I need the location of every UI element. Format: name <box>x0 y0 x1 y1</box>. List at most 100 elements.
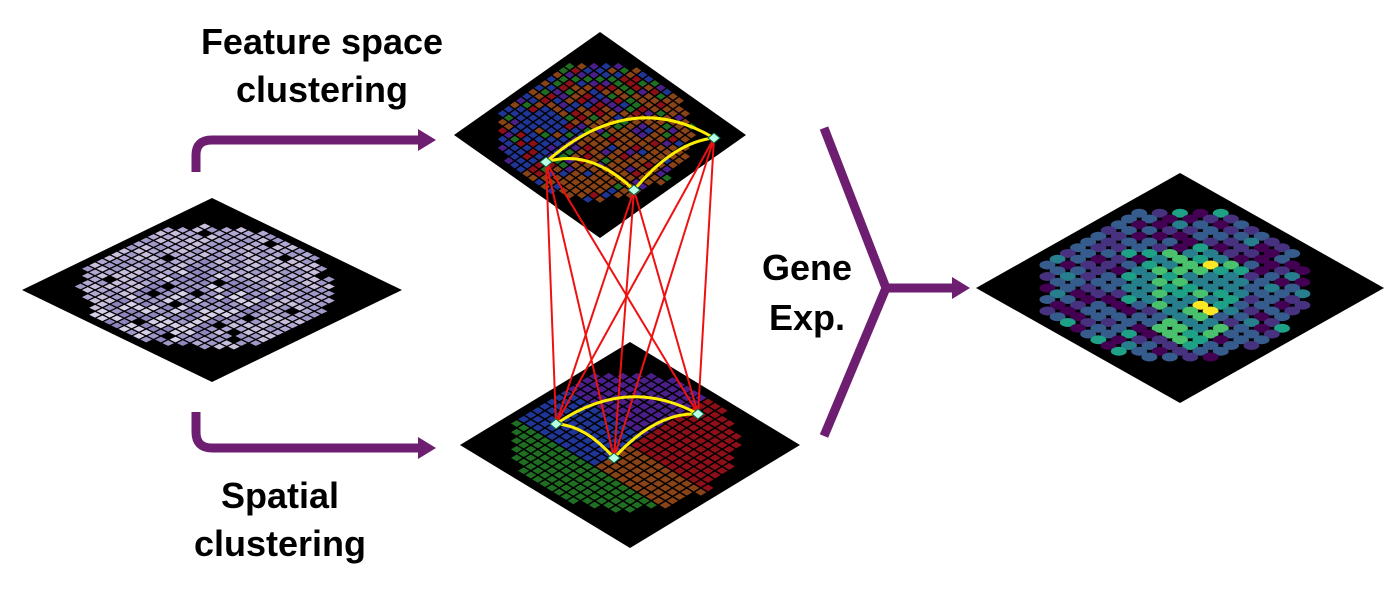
expression-spot <box>1182 260 1199 270</box>
tissue-spot <box>509 135 520 143</box>
expression-spot <box>1141 341 1158 350</box>
expression-spot <box>1161 306 1178 316</box>
expression-spot <box>1080 237 1097 247</box>
expression-spot <box>1192 335 1209 345</box>
tissue-spot <box>532 467 544 475</box>
tissue-spot <box>603 381 615 389</box>
tissue-spot <box>235 255 248 261</box>
tissue-spot <box>242 294 255 300</box>
expression-spot <box>1172 300 1188 310</box>
tissue-spot <box>558 110 569 117</box>
tissue-spot <box>503 140 514 148</box>
tissue-spot <box>610 480 622 488</box>
tissue-spot <box>111 280 123 286</box>
tissue-spot <box>558 67 569 75</box>
tissue-spot <box>631 110 642 117</box>
tissue-spot <box>279 276 291 283</box>
tissue-spot <box>576 122 587 130</box>
arrow-head-feature <box>418 129 436 151</box>
tissue-spot <box>235 248 248 254</box>
tissue-spot <box>191 255 204 261</box>
tissue-spot <box>118 319 131 325</box>
tissue-spot <box>607 101 618 109</box>
tissue-spot <box>118 283 131 290</box>
tissue-spot <box>617 407 629 415</box>
expression-spot <box>1161 295 1178 304</box>
tissue-spot <box>220 269 233 276</box>
tissue-spot <box>688 467 700 475</box>
tissue-spot <box>552 140 563 148</box>
tissue-spot <box>191 304 204 311</box>
tissue-spot <box>596 428 608 436</box>
tissue-spot <box>286 244 299 251</box>
tissue-spot <box>688 432 700 440</box>
tissue-spot <box>702 424 714 432</box>
tissue-spot <box>279 304 291 311</box>
expression-spot <box>1161 283 1178 293</box>
tissue-spot <box>147 262 160 269</box>
tissue-spot <box>315 294 328 300</box>
tissue-spot <box>624 385 636 393</box>
tissue-spot <box>140 308 153 315</box>
tissue-spot <box>567 385 579 393</box>
tissue-spot <box>631 475 643 483</box>
tissue-spot <box>140 294 153 300</box>
tissue-spot <box>655 127 666 135</box>
tissue-spot <box>624 428 636 436</box>
tissue-spot <box>103 311 116 318</box>
expression-spot <box>1233 254 1250 264</box>
expression-spot <box>1090 254 1107 264</box>
tissue-spot <box>610 497 622 505</box>
expression-spot <box>1049 266 1066 276</box>
tissue-spot <box>723 463 735 470</box>
tissue-spot <box>257 322 269 329</box>
expression-spot <box>1039 283 1056 293</box>
expression-spot <box>1294 266 1311 276</box>
tissue-spot <box>601 148 611 156</box>
tissue-spot <box>574 441 587 449</box>
expression-spot <box>1080 260 1097 270</box>
tissue-spot <box>96 315 109 322</box>
expression-spot <box>1131 266 1148 276</box>
tissue-spot <box>662 131 672 139</box>
tissue-spot <box>540 114 551 122</box>
tissue-spot <box>271 265 284 272</box>
tissue-spot <box>666 480 679 488</box>
expression-spot <box>1253 254 1270 264</box>
tissue-spot <box>184 308 196 315</box>
expression-spot <box>1141 272 1158 281</box>
tissue-spot <box>206 269 218 276</box>
tissue-spot <box>220 248 233 254</box>
tissue-spot <box>293 255 306 261</box>
tissue-spot <box>191 333 204 339</box>
tissue-spot <box>546 101 557 109</box>
tissue-spot <box>293 269 306 276</box>
expression-spot <box>1110 346 1127 356</box>
between-layer-edge <box>555 137 715 425</box>
tissue-spot <box>147 234 160 240</box>
tissue-spot <box>125 265 138 272</box>
tissue-spot <box>162 326 174 332</box>
tissue-spot <box>133 297 145 304</box>
tissue-spot <box>552 122 563 130</box>
tissue-spot <box>601 97 611 105</box>
tissue-spot <box>662 157 672 165</box>
expression-spot <box>1202 249 1219 258</box>
expression-spot <box>1131 243 1148 253</box>
tissue-spot <box>111 251 123 258</box>
tissue-spot <box>162 311 174 318</box>
tissue-spot <box>220 333 233 339</box>
expression-spot <box>1212 231 1229 241</box>
tissue-spot <box>546 450 558 458</box>
expression-spot <box>1100 237 1117 247</box>
tissue-spot <box>652 428 664 436</box>
tissue-spot <box>588 475 601 483</box>
tissue-spot <box>125 251 138 258</box>
tissue-spot <box>631 92 642 100</box>
tissue-spot <box>631 135 642 143</box>
tissue-spot <box>610 402 622 410</box>
tissue-spot <box>539 402 551 410</box>
tissue-spot <box>589 174 599 182</box>
tissue-spot <box>546 84 557 92</box>
tissue-spot <box>546 110 557 117</box>
